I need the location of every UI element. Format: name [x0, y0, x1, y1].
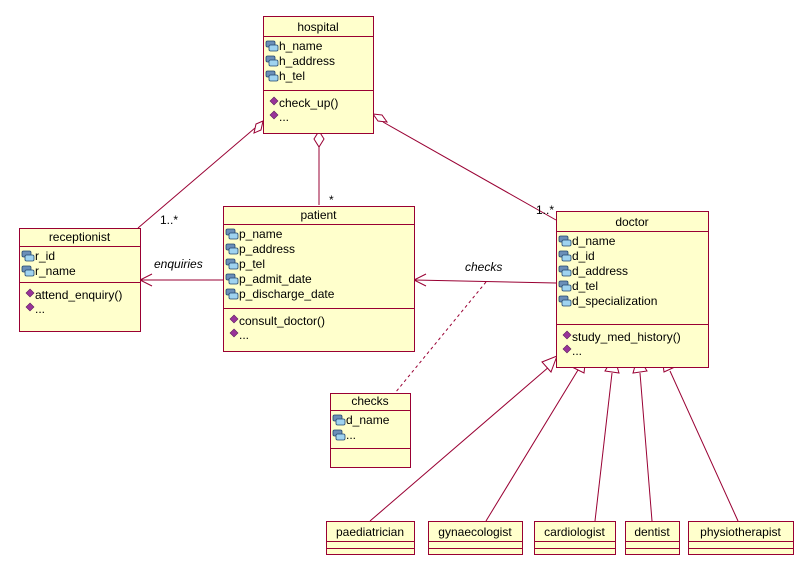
operation-icon	[562, 330, 572, 340]
class-doctor[interactable]: doctor d_named_idd_addressd_teld_speciali…	[556, 211, 709, 368]
class-attribute: d_address	[572, 264, 628, 278]
operation-icon	[269, 110, 279, 120]
attribute-icon	[265, 55, 279, 67]
attribute-icon	[558, 295, 572, 307]
class-attribute: h_tel	[279, 69, 305, 83]
class-box-receptionist	[19, 228, 141, 332]
class-attribute: p_name	[239, 227, 283, 241]
attribute-icon	[225, 228, 239, 240]
class-operation: ...	[239, 328, 249, 342]
association-label-checks: checks	[465, 260, 502, 274]
aggregation-diamond-doctor	[371, 113, 389, 123]
class-operation: ...	[572, 344, 582, 358]
class-cardiologist[interactable]: cardiologist	[534, 521, 616, 555]
class-attribute: r_name	[35, 264, 76, 278]
aggregation-diamond-receptionist	[253, 120, 264, 134]
operation-icon	[25, 302, 35, 312]
operation-icon	[269, 96, 279, 106]
attribute-icon	[558, 280, 572, 292]
class-attribute: d_name	[572, 234, 616, 248]
class-attribute: p_discharge_date	[239, 287, 335, 301]
class-operation: ...	[35, 302, 45, 316]
class-attribute: d_id	[572, 249, 595, 263]
gen-cardiologist	[594, 372, 613, 522]
attribute-icon	[225, 243, 239, 255]
class-gynaecologist[interactable]: gynaecologist	[428, 521, 523, 555]
class-title: gynaecologist	[438, 525, 512, 539]
gen-gynaecologist	[485, 369, 579, 522]
multiplicity-patient: *	[329, 193, 334, 207]
edge-checks	[413, 279, 557, 284]
operation-icon	[25, 288, 35, 298]
edge-hospital-doctor	[382, 121, 557, 221]
class-operation: consult_doctor()	[239, 314, 325, 328]
class-title: hospital	[297, 20, 338, 34]
attribute-icon	[225, 258, 239, 270]
class-attribute: p_admit_date	[239, 272, 312, 286]
class-dentist[interactable]: dentist	[625, 521, 680, 555]
class-attribute: r_id	[35, 249, 55, 263]
class-box-checks	[330, 393, 411, 468]
class-title: doctor	[615, 215, 648, 229]
class-operation: check_up()	[279, 96, 338, 110]
attribute-icon	[558, 265, 572, 277]
class-physiotherapist[interactable]: physiotherapist	[688, 521, 794, 555]
class-title: dentist	[634, 525, 670, 539]
multiplicity-doctor: 1..*	[536, 203, 554, 217]
class-attribute: h_name	[279, 39, 323, 53]
class-receptionist[interactable]: receptionist r_idr_name attend_enquiry()..…	[19, 228, 141, 332]
attribute-icon	[332, 429, 346, 441]
class-attribute: d_specialization	[572, 294, 657, 308]
attribute-icon	[21, 250, 35, 262]
attribute-icon	[558, 250, 572, 262]
attribute-icon	[225, 288, 239, 300]
operation-icon	[229, 314, 239, 324]
attribute-icon	[558, 235, 572, 247]
aggregation-diamond-patient	[313, 130, 325, 148]
class-box-doctor	[556, 211, 709, 368]
class-title: checks	[351, 394, 388, 408]
class-title: paediatrician	[336, 525, 404, 539]
attribute-icon	[21, 265, 35, 277]
edge-hospital-receptionist	[137, 127, 256, 229]
gen-arrow-paediatrician	[541, 355, 558, 373]
class-operation: attend_enquiry()	[35, 288, 122, 302]
class-paediatrician[interactable]: paediatrician	[326, 521, 415, 555]
class-attribute: p_tel	[239, 257, 265, 271]
class-title: physiotherapist	[700, 525, 781, 539]
association-label-enquiries: enquiries	[154, 257, 203, 271]
class-attribute: d_name	[346, 413, 390, 427]
class-attribute: p_address	[239, 242, 295, 256]
class-patient[interactable]: patient p_namep_addressp_telp_admit_datep…	[223, 206, 415, 352]
multiplicity-receptionist: 1..*	[160, 213, 178, 227]
operation-icon	[229, 328, 239, 338]
class-title: receptionist	[49, 230, 111, 244]
class-attribute: h_address	[279, 54, 335, 68]
class-box-patient	[223, 206, 415, 352]
class-attribute: ...	[346, 428, 356, 442]
class-title: patient	[300, 208, 337, 222]
class-attribute: d_tel	[572, 279, 598, 293]
class-checks[interactable]: checks d_name...	[330, 393, 411, 468]
attribute-icon	[265, 70, 279, 82]
operation-icon	[562, 344, 572, 354]
class-operation: study_med_history()	[572, 330, 681, 344]
gen-dentist	[639, 372, 653, 522]
gen-physiotherapist	[669, 370, 739, 522]
attribute-icon	[332, 414, 346, 426]
class-title: cardiologist	[544, 525, 605, 539]
gen-paediatrician	[369, 365, 551, 522]
class-operation: ...	[279, 110, 289, 124]
attribute-icon	[265, 40, 279, 52]
attribute-icon	[225, 273, 239, 285]
edge-labels: enquiries checks 1..* * 1..*	[154, 193, 554, 274]
